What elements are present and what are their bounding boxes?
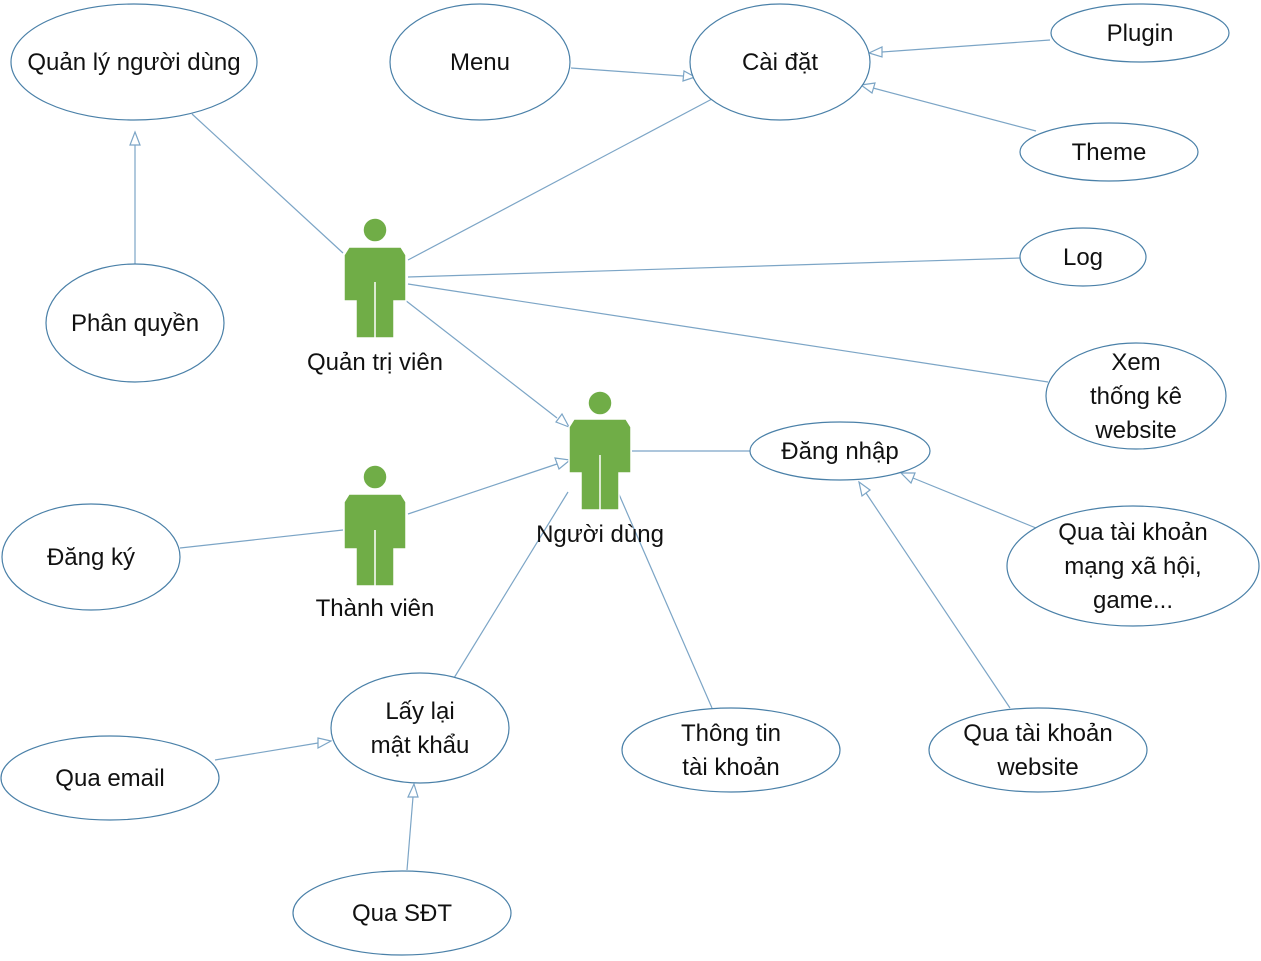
generalization-member-user [407,463,558,515]
usecase-user-management: Quản lý người dùng [10,3,258,121]
usecase-menu-ellipse [389,3,571,121]
actor-user: Người dùng [536,390,664,548]
usecase-view-stats-label-line-1: Xem [1111,349,1160,376]
usecase-plugin-ellipse [1050,3,1230,63]
usecase-via-email-ellipse [0,735,220,821]
usecase-view-stats-label-line-3: website [1094,417,1176,444]
usecase-website-login-label-line-1: Qua tài khoản [963,720,1112,747]
assoc-member-register [179,529,344,549]
usecase-via-email: Qua email [0,735,220,821]
actor-admin: Quản trị viên [307,217,443,376]
usecase-social-login: Qua tài khoản mạng xã hội, game... [1006,505,1260,627]
arrowhead-recover-from-email [317,737,333,750]
usecase-account-info-label-line-2: tài khoản [682,754,779,781]
usecase-theme-ellipse [1019,122,1199,182]
generalization-phone-recover [406,796,414,871]
arrowhead-recover-from-phone [407,782,419,798]
usecase-login-label-line-1: Đăng nhập [781,438,898,465]
usecase-social-login-label-line-3: game... [1093,587,1173,614]
usecase-view-stats-ellipse [1045,342,1227,450]
usecase-website-login-ellipse [928,707,1148,793]
usecase-register: Đăng ký [1,503,181,611]
arrowhead-settings-from-plugin [867,46,883,58]
assoc-admin-view-stats [407,283,1049,383]
usecase-log: Log [1019,227,1147,287]
actors: Quản trị viên Người dùng Thành viên [307,217,664,622]
arrowhead-login-from-social [899,472,916,485]
arrowhead-settings-from-menu [682,70,697,82]
usecase-permissions: Phân quyền [45,263,225,383]
usecase-user-management-label-line-1: Quản lý người dùng [27,49,240,76]
assoc-admin-settings [407,98,713,261]
usecase-permissions-label-line-1: Phân quyền [71,310,199,337]
actor-admin-label: Quản trị viên [307,349,443,376]
usecase-view-stats-label-line-2: thống kê [1090,383,1182,410]
usecase-settings-ellipse [689,3,871,121]
usecase-user-management-ellipse [10,3,258,121]
usecase-plugin-label-line-1: Plugin [1107,20,1174,47]
assoc-admin-log [407,257,1021,278]
usecase-social-login-ellipse [1006,505,1260,627]
usecase-recover-password-label-line-1: Lấy lại [385,698,454,725]
usecase-account-info-label-line-1: Thông tin [681,720,781,747]
usecase-view-stats: Xem thống kê website [1045,342,1227,450]
generalization-social-login [912,477,1037,529]
usecase-register-ellipse [1,503,181,611]
assoc-user-recover-password [453,491,569,679]
generalization-menu-settings [570,67,684,77]
generalization-theme-settings [872,87,1037,132]
usecase-website-login: Qua tài khoản website [928,707,1148,793]
assoc-admin-user-management [191,113,344,254]
arrowhead-user-from-member [554,457,572,471]
connectors [129,39,1051,871]
usecase-login: Đăng nhập [749,421,931,481]
generalization-plugin-settings [881,39,1051,53]
usecase-social-login-label-line-1: Qua tài khoản [1058,519,1207,546]
usecase-via-email-label-line-1: Qua email [55,765,164,792]
usecase-via-phone-ellipse [292,870,512,956]
actor-user-head [587,390,613,416]
usecase-via-phone-label-line-1: Qua SĐT [352,900,452,927]
actor-admin-head [362,217,388,243]
usecase-menu: Menu [389,3,571,121]
usecase-log-label-line-1: Log [1063,244,1103,271]
use-cases: Quản lý người dùng Menu Cài đặt PluginTheme… [0,3,1260,956]
usecase-via-phone: Qua SĐT [292,870,512,956]
arrowhead-settings-from-theme [859,82,876,94]
actor-member-head [362,464,388,490]
actor-member: Thành viên [316,464,435,622]
actor-user-label: Người dùng [536,521,664,548]
usecase-recover-password: Lấy lại mật khẩu [330,672,510,784]
assoc-user-account-info [617,491,713,709]
arrowhead-user-from-admin [555,412,571,429]
usecase-register-label-line-1: Đăng ký [47,544,135,571]
generalization-admin-user [404,299,558,419]
usecase-recover-password-ellipse [330,672,510,784]
generalization-email-recover [214,742,319,761]
actor-member-label: Thành viên [316,595,435,622]
usecase-website-login-label-line-2: website [996,754,1078,781]
usecase-permissions-ellipse [45,263,225,383]
usecase-log-ellipse [1019,227,1147,287]
usecase-social-login-label-line-2: mạng xã hội, [1064,553,1201,580]
arrowhead-user-management-from-permissions [129,130,141,146]
usecase-login-ellipse [749,421,931,481]
usecase-settings-label-line-1: Cài đặt [742,49,818,76]
usecase-account-info-ellipse [621,707,841,793]
usecase-theme: Theme [1019,122,1199,182]
usecase-recover-password-label-line-2: mật khẩu [371,732,470,759]
generalization-website-login [865,492,1011,709]
arrowhead-login-from-website [858,480,872,498]
usecase-settings: Cài đặt [689,3,871,121]
usecase-theme-label-line-1: Theme [1072,139,1147,166]
usecase-menu-label-line-1: Menu [450,49,510,76]
usecase-plugin: Plugin [1050,3,1230,63]
usecase-account-info: Thông tin tài khoản [621,707,841,793]
